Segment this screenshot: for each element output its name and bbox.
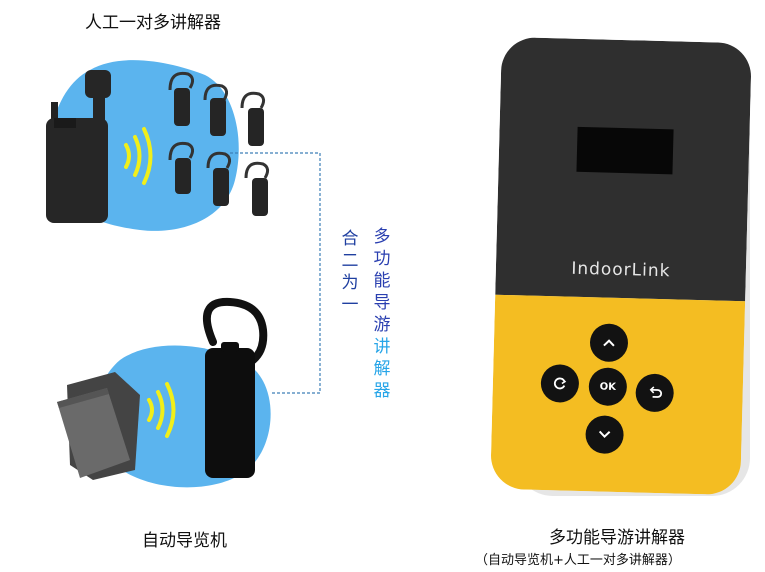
left-button[interactable] — [540, 363, 580, 403]
device-screen — [576, 126, 674, 175]
multi-guide-device: IndoorLink OK — [490, 36, 752, 496]
up-button[interactable] — [589, 323, 629, 363]
refresh-icon — [553, 377, 567, 390]
auto-guide-device-icon — [57, 372, 140, 480]
chevron-up-icon — [603, 339, 615, 347]
auto-guide-illustration — [57, 297, 271, 488]
combine-char: 一 — [341, 295, 359, 315]
signal-waves-icon — [124, 127, 153, 185]
device-title: 多功能导游讲解器 — [549, 528, 685, 548]
multi-function-char: 游 — [373, 315, 391, 335]
auto-guide-title: 自动导览机 — [142, 531, 227, 551]
chevron-down-icon — [598, 430, 611, 439]
multi-function-char: 能 — [373, 271, 391, 291]
combine-char: 为 — [341, 273, 359, 293]
multi-function-label: 多功能导游讲解器 — [371, 226, 393, 402]
combine-char: 二 — [341, 251, 359, 271]
down-button[interactable] — [585, 415, 625, 455]
multi-function-char: 器 — [373, 381, 391, 401]
right-button[interactable] — [635, 373, 675, 413]
signal-waves-icon — [147, 382, 176, 438]
multi-function-char: 解 — [373, 359, 391, 379]
combine-char: 合 — [341, 229, 359, 249]
multi-function-char: 多 — [373, 227, 391, 247]
multi-function-char: 功 — [373, 249, 391, 269]
multi-function-char: 讲 — [373, 337, 391, 357]
one-to-many-illustration — [46, 60, 270, 231]
combine-label: 合二为一 — [339, 228, 361, 316]
back-icon — [649, 386, 663, 398]
transmitter-icon — [46, 70, 111, 223]
earpiece-icon — [168, 71, 270, 179]
device-subtitle: （自动导览机+人工一对多讲解器） — [475, 553, 681, 568]
ear-hook-receiver-icon — [202, 297, 268, 478]
dashed-connector — [230, 152, 321, 394]
group-title: 人工一对多讲解器 — [85, 13, 221, 33]
ok-label: OK — [599, 380, 617, 393]
multi-function-char: 导 — [373, 293, 391, 313]
